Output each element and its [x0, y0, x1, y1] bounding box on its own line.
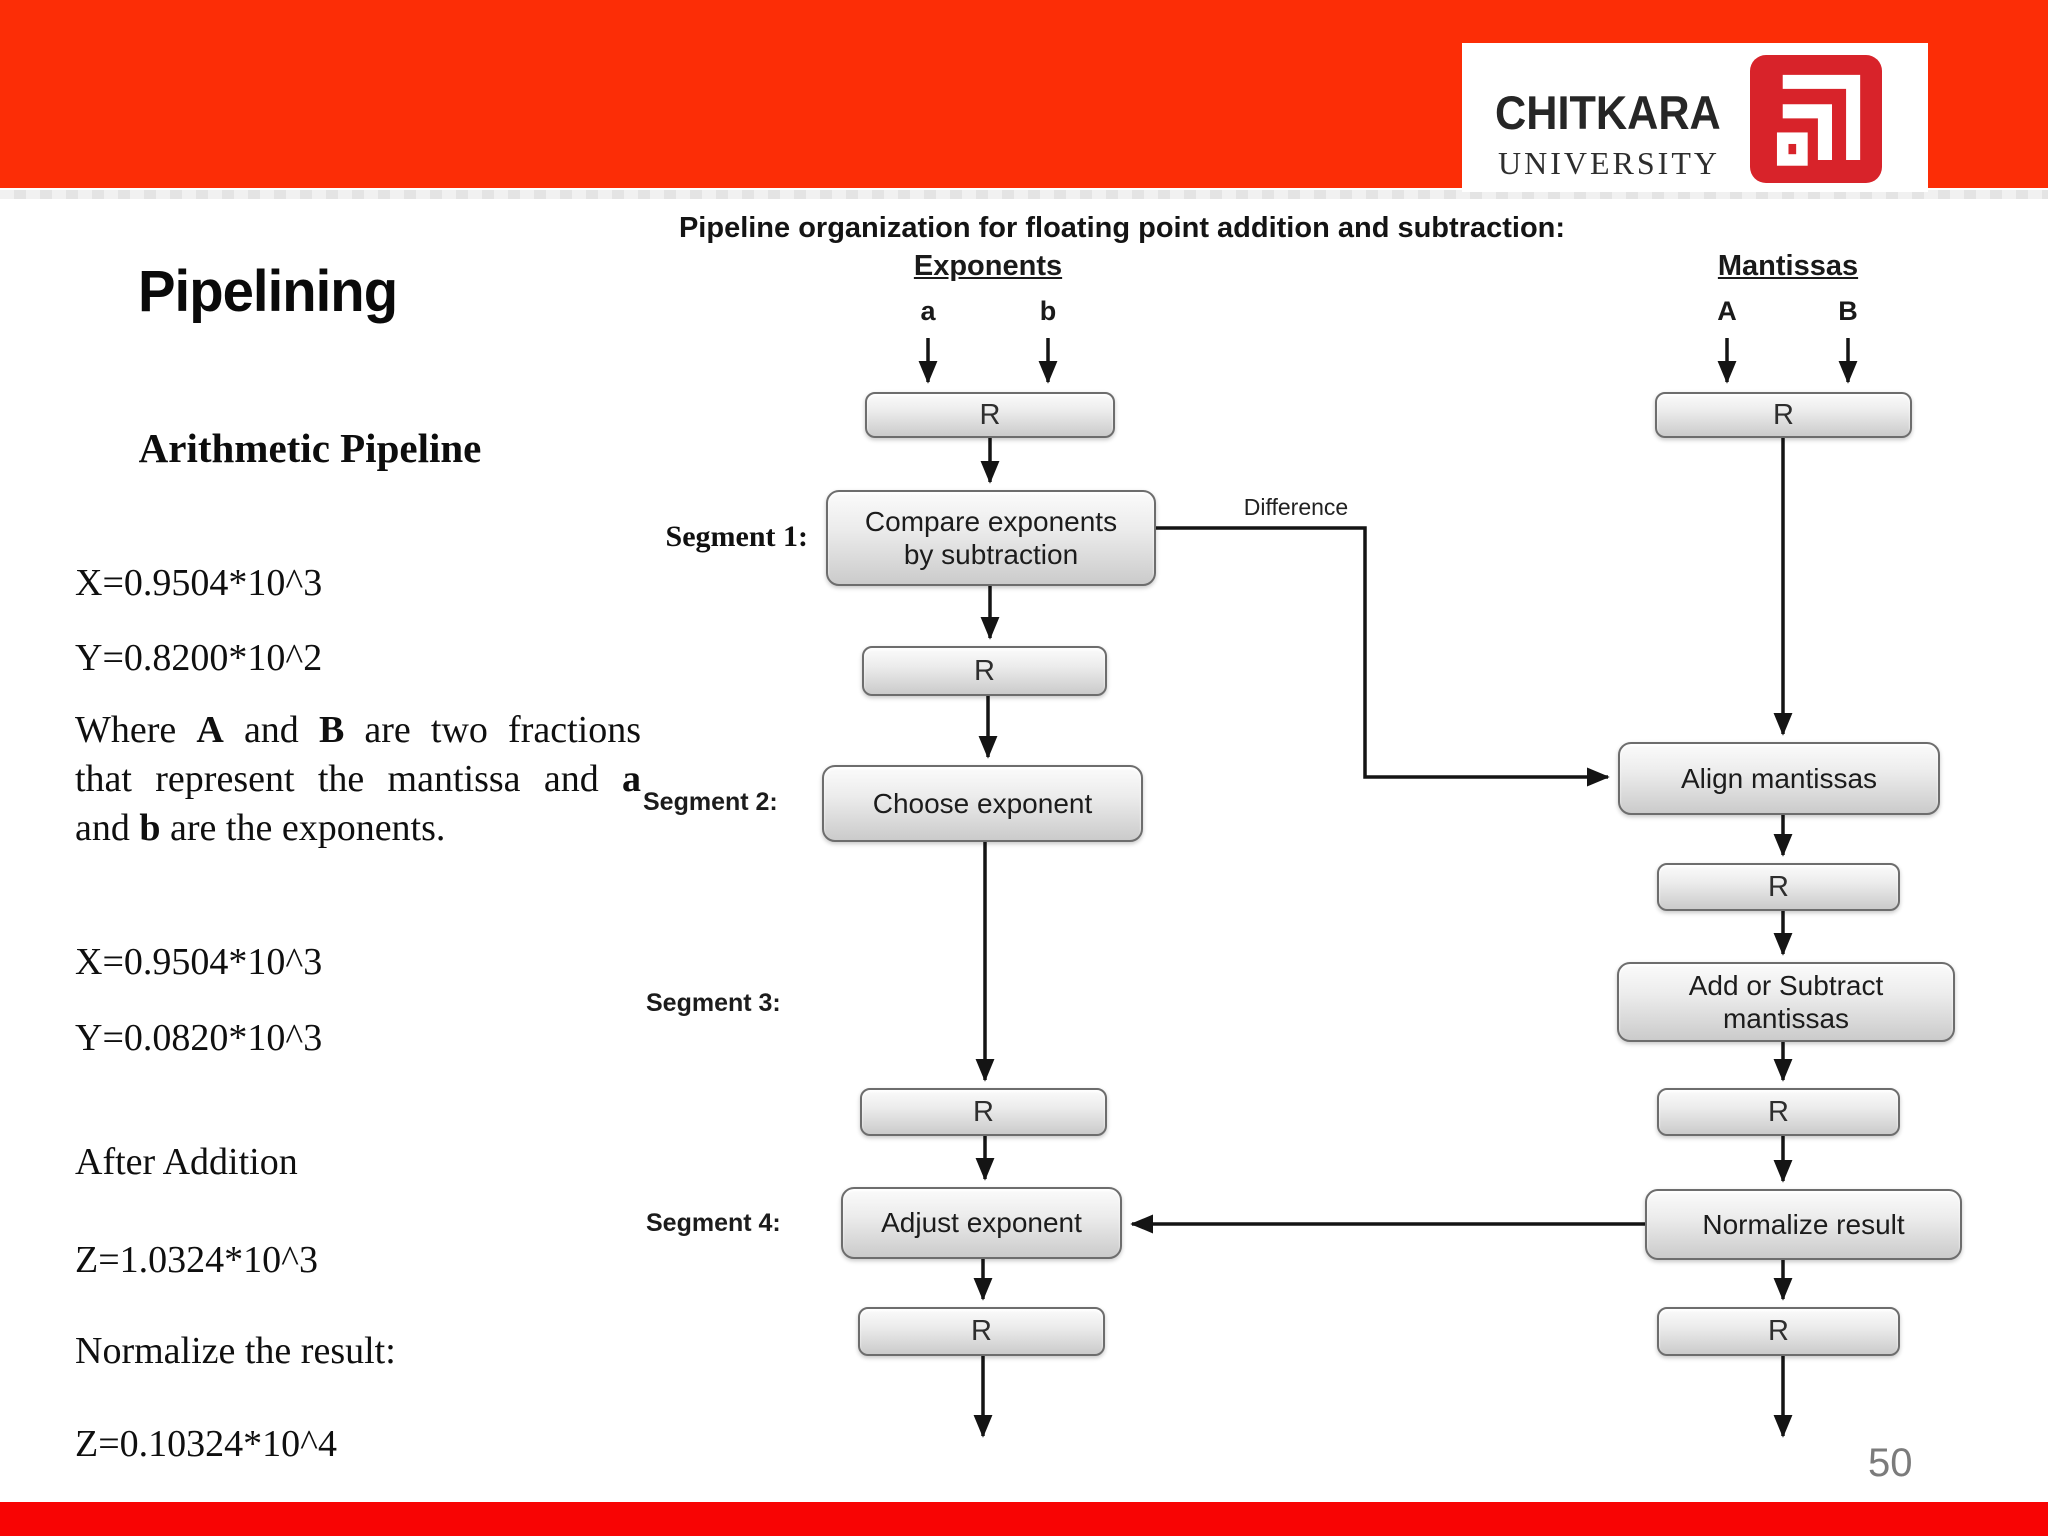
- choose-exponent-box: Choose exponent: [822, 765, 1143, 842]
- register-box-exponents-4: R: [858, 1307, 1105, 1356]
- input-a-label: a: [920, 296, 936, 326]
- segment-2-label: Segment 2:: [643, 788, 778, 816]
- section-heading: Arithmetic Pipeline: [138, 425, 482, 471]
- register-box-mantissas-4: R: [1657, 1307, 1900, 1356]
- segment-4-label: Segment 4:: [646, 1209, 781, 1237]
- normalize-result-label: Normalize the result:: [75, 1330, 396, 1372]
- register-box-exponents-2: R: [862, 646, 1107, 696]
- equation-y1: Y=0.8200*10^2: [75, 637, 323, 679]
- equation-x1: X=0.9504*10^3: [75, 562, 323, 604]
- paragraph-line: that represent the mantissa and a: [75, 758, 641, 800]
- register-box-exponents-3: R: [860, 1088, 1107, 1136]
- mantissas-column-header: Mantissas: [1717, 250, 1859, 282]
- register-box-mantissas-3: R: [1657, 1088, 1900, 1136]
- difference-connector: [1156, 526, 1610, 787]
- exponents-column-header: Exponents: [913, 250, 1063, 282]
- page-title: Pipelining: [138, 259, 398, 324]
- logo-wordmark: CHITKARA: [1495, 86, 1721, 139]
- equation-x2: X=0.9504*10^3: [75, 941, 323, 983]
- diagram-title: Pipeline organization for floating point…: [678, 212, 1566, 244]
- segment-3-label: Segment 3:: [646, 989, 781, 1017]
- university-logo: CHITKARA UNIVERSITY: [1462, 43, 1928, 192]
- difference-label: Difference: [1243, 494, 1349, 520]
- equation-y2: Y=0.0820*10^3: [75, 1017, 323, 1059]
- input-A-label: A: [1717, 296, 1737, 326]
- paragraph-line: and b are the exponents.: [75, 807, 446, 849]
- segment-1-label: Segment 1:: [665, 520, 808, 553]
- input-b-label: b: [1039, 296, 1057, 326]
- equation-z1: Z=1.0324*10^3: [75, 1239, 318, 1281]
- paragraph-line: Where A and B are two fractions: [75, 709, 641, 751]
- register-box-mantissas-1: R: [1655, 392, 1912, 438]
- adjust-exponent-box: Adjust exponent: [841, 1187, 1122, 1259]
- input-B-label: B: [1838, 296, 1858, 326]
- header-divider: [0, 190, 2048, 199]
- logo-subtitle: UNIVERSITY: [1498, 145, 1720, 181]
- page-number: 50: [1868, 1441, 1913, 1485]
- bar-chart-logo-icon: [1750, 55, 1882, 183]
- register-box-exponents-1: R: [865, 392, 1115, 438]
- register-box-mantissas-2: R: [1657, 863, 1900, 911]
- bottom-accent-bar: [0, 1502, 2048, 1536]
- mantissa-exponent-paragraph: Where A and B are two fractions that rep…: [75, 706, 641, 853]
- equation-z2: Z=0.10324*10^4: [75, 1423, 337, 1465]
- normalize-result-box: Normalize result: [1645, 1189, 1962, 1260]
- align-mantissas-box: Align mantissas: [1618, 742, 1940, 815]
- after-addition-label: After Addition: [75, 1141, 298, 1183]
